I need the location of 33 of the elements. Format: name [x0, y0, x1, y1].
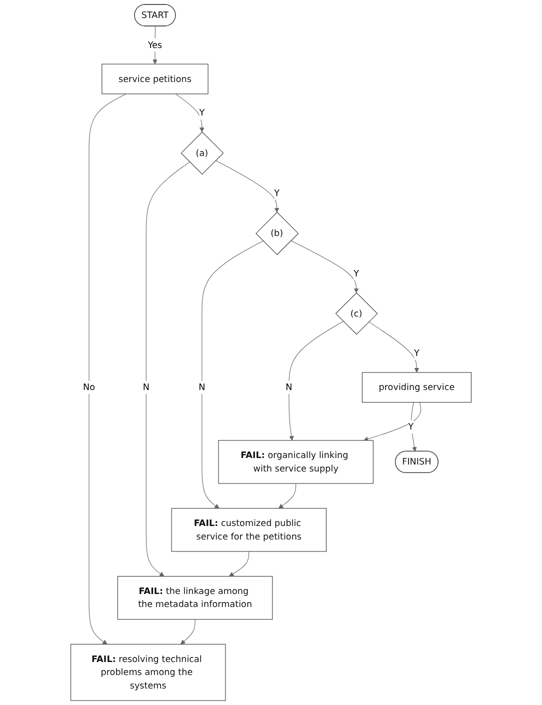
- edge-label: Y: [408, 421, 414, 432]
- node-diamond: [180, 132, 224, 175]
- edge-label: Yes: [148, 40, 162, 50]
- arrow: [363, 402, 422, 442]
- node-box: [218, 440, 374, 484]
- node-box: [117, 576, 273, 620]
- edge-label: No: [83, 382, 96, 392]
- arrow: [88, 94, 126, 644]
- edge-label: Y: [354, 268, 359, 279]
- edge-label: Y: [414, 348, 420, 358]
- arrow: [411, 402, 417, 452]
- node-box: [171, 508, 327, 552]
- arrow: [288, 321, 344, 441]
- node-diamond: [335, 292, 378, 335]
- arrow: [278, 483, 296, 509]
- node-box: [362, 372, 472, 403]
- arrow: [180, 619, 196, 644]
- arrow: [215, 160, 280, 212]
- edge-label: Y: [199, 107, 205, 118]
- edge-label: N: [198, 382, 206, 392]
- edge-label: N: [286, 382, 292, 392]
- arrow: [152, 26, 158, 64]
- edge-label: N: [142, 382, 150, 392]
- arrow: [175, 94, 204, 132]
- edge-label: Y: [274, 188, 280, 198]
- arrow: [228, 551, 250, 576]
- node-diamond: [256, 212, 299, 256]
- node-box: [102, 64, 208, 94]
- node-box: [70, 644, 226, 701]
- arrow: [290, 240, 359, 293]
- arrow: [368, 322, 420, 373]
- arrow: [202, 240, 264, 509]
- arrow: [146, 162, 190, 576]
